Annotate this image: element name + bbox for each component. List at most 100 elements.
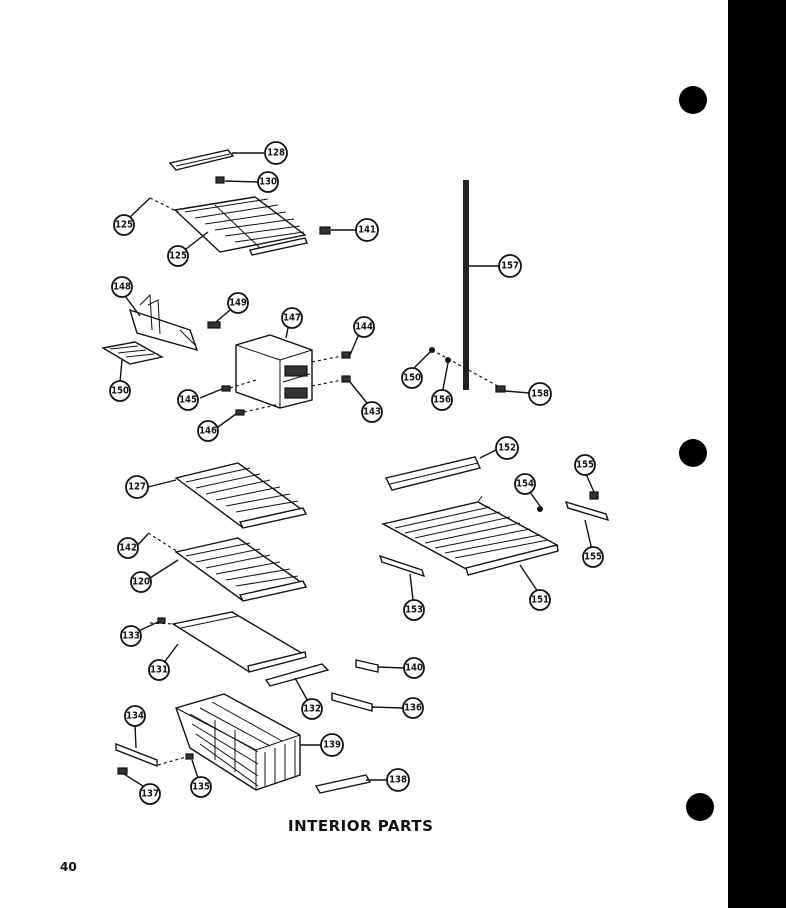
callout-135-label: 135: [192, 782, 210, 793]
diagram-title: INTERIOR PARTS: [288, 817, 434, 835]
callout-126: 125: [167, 245, 189, 267]
callout-144-label: 144: [355, 322, 373, 333]
callout-145-label: 145: [179, 395, 197, 406]
trim-136: [331, 692, 373, 712]
callout-139: 139: [320, 733, 344, 757]
callout-141: 141: [355, 218, 379, 242]
callout-148-label: 148: [113, 282, 131, 293]
callout-125-label: 125: [115, 220, 133, 231]
callout-150-trim-label: 150: [403, 373, 421, 384]
drawer-slide-134: [115, 742, 158, 768]
vertical-trim-157: [463, 180, 469, 390]
callout-130: 130: [257, 171, 279, 193]
callout-147: 147: [281, 307, 303, 329]
hinge-pin-149: [207, 321, 221, 329]
callout-152-label: 152: [498, 443, 516, 454]
callout-136: 136: [402, 697, 424, 719]
callout-143: 143: [361, 401, 383, 423]
callout-154-label: 154: [516, 479, 534, 490]
callout-134-label: 134: [126, 711, 144, 722]
callout-138: 138: [386, 768, 410, 792]
wire-shelf-120: [174, 537, 308, 602]
callout-120-label: 120: [132, 577, 150, 588]
callout-150-trim: 150: [401, 367, 423, 389]
callout-156: 156: [431, 389, 453, 411]
callout-133-label: 133: [122, 631, 140, 642]
callout-120: 120: [130, 571, 152, 593]
callout-133: 133: [120, 625, 142, 647]
callout-140: 140: [403, 657, 425, 679]
glass-shelf-151: [381, 495, 559, 576]
callout-148: 148: [111, 276, 133, 298]
callout-154: 154: [514, 473, 536, 495]
callout-155-top: 155: [574, 454, 596, 476]
callout-130-label: 130: [259, 177, 277, 188]
binding-strip: [728, 0, 786, 908]
callout-127-label: 127: [128, 482, 146, 493]
callout-131: 131: [148, 659, 170, 681]
callout-156-label: 156: [433, 395, 451, 406]
crisper-drawer-139: [175, 693, 301, 791]
callout-142-label: 142: [119, 543, 137, 554]
callout-143-label: 143: [363, 407, 381, 418]
page-number: 40: [60, 860, 77, 874]
butter-compartment-147: [235, 334, 313, 409]
callout-139-label: 139: [323, 740, 341, 751]
callout-137: 137: [139, 783, 161, 805]
callout-132: 132: [301, 698, 323, 720]
callout-125: 125: [113, 214, 135, 236]
trim-132: [264, 663, 330, 687]
punch-hole-top: [679, 86, 707, 114]
callout-157-label: 157: [501, 261, 519, 272]
callout-142: 142: [117, 537, 139, 559]
callout-150-tray: 150: [109, 380, 131, 402]
callout-128: 128: [264, 141, 288, 165]
callout-150-tray-label: 150: [111, 386, 129, 397]
callout-158: 158: [528, 382, 552, 406]
callout-155-top-label: 155: [576, 460, 594, 471]
callout-144: 144: [353, 316, 375, 338]
clip-130: [215, 176, 225, 184]
trim-140: [355, 659, 379, 673]
callout-131-label: 131: [150, 665, 168, 676]
callout-137-label: 137: [141, 789, 159, 800]
drawer-slide-138: [314, 774, 372, 794]
punch-hole-middle: [679, 439, 707, 467]
shelf-support-153: [378, 554, 426, 578]
upper-wire-shelf-126: [173, 196, 308, 256]
clip-141: [319, 226, 331, 235]
shelf-support-155: [564, 491, 610, 522]
callout-147-label: 147: [283, 313, 301, 324]
callout-126-label: 125: [169, 251, 187, 262]
screw-145: [221, 385, 231, 392]
callout-135: 135: [190, 776, 212, 798]
shelf-trim-152: [384, 456, 481, 491]
shelf-bracket-148: [128, 293, 199, 352]
callout-155-bottom: 155: [582, 546, 604, 568]
callout-158-label: 158: [531, 389, 549, 400]
shelf-trim-128: [168, 149, 235, 171]
callout-152: 152: [495, 436, 519, 460]
screw-146: [235, 409, 245, 416]
callout-136-label: 136: [404, 703, 422, 714]
callout-151: 151: [529, 589, 551, 611]
callout-145: 145: [177, 389, 199, 411]
pivot-143: [341, 375, 351, 383]
callout-155-bottom-label: 155: [584, 552, 602, 563]
callout-138-label: 138: [389, 775, 407, 786]
crisper-cover-131: [171, 611, 307, 673]
callout-132-label: 132: [303, 704, 321, 715]
callout-146: 146: [197, 420, 219, 442]
callout-153-label: 153: [405, 605, 423, 616]
callout-141-label: 141: [358, 225, 376, 236]
callout-153: 153: [403, 599, 425, 621]
callout-128-label: 128: [267, 148, 285, 159]
egg-tray-150: [101, 341, 164, 365]
pivot-144: [341, 351, 351, 359]
callout-149-label: 149: [229, 298, 247, 309]
callout-149: 149: [227, 292, 249, 314]
callout-151-label: 151: [531, 595, 549, 606]
callout-127: 127: [125, 475, 149, 499]
wire-shelf-127: [174, 462, 308, 529]
